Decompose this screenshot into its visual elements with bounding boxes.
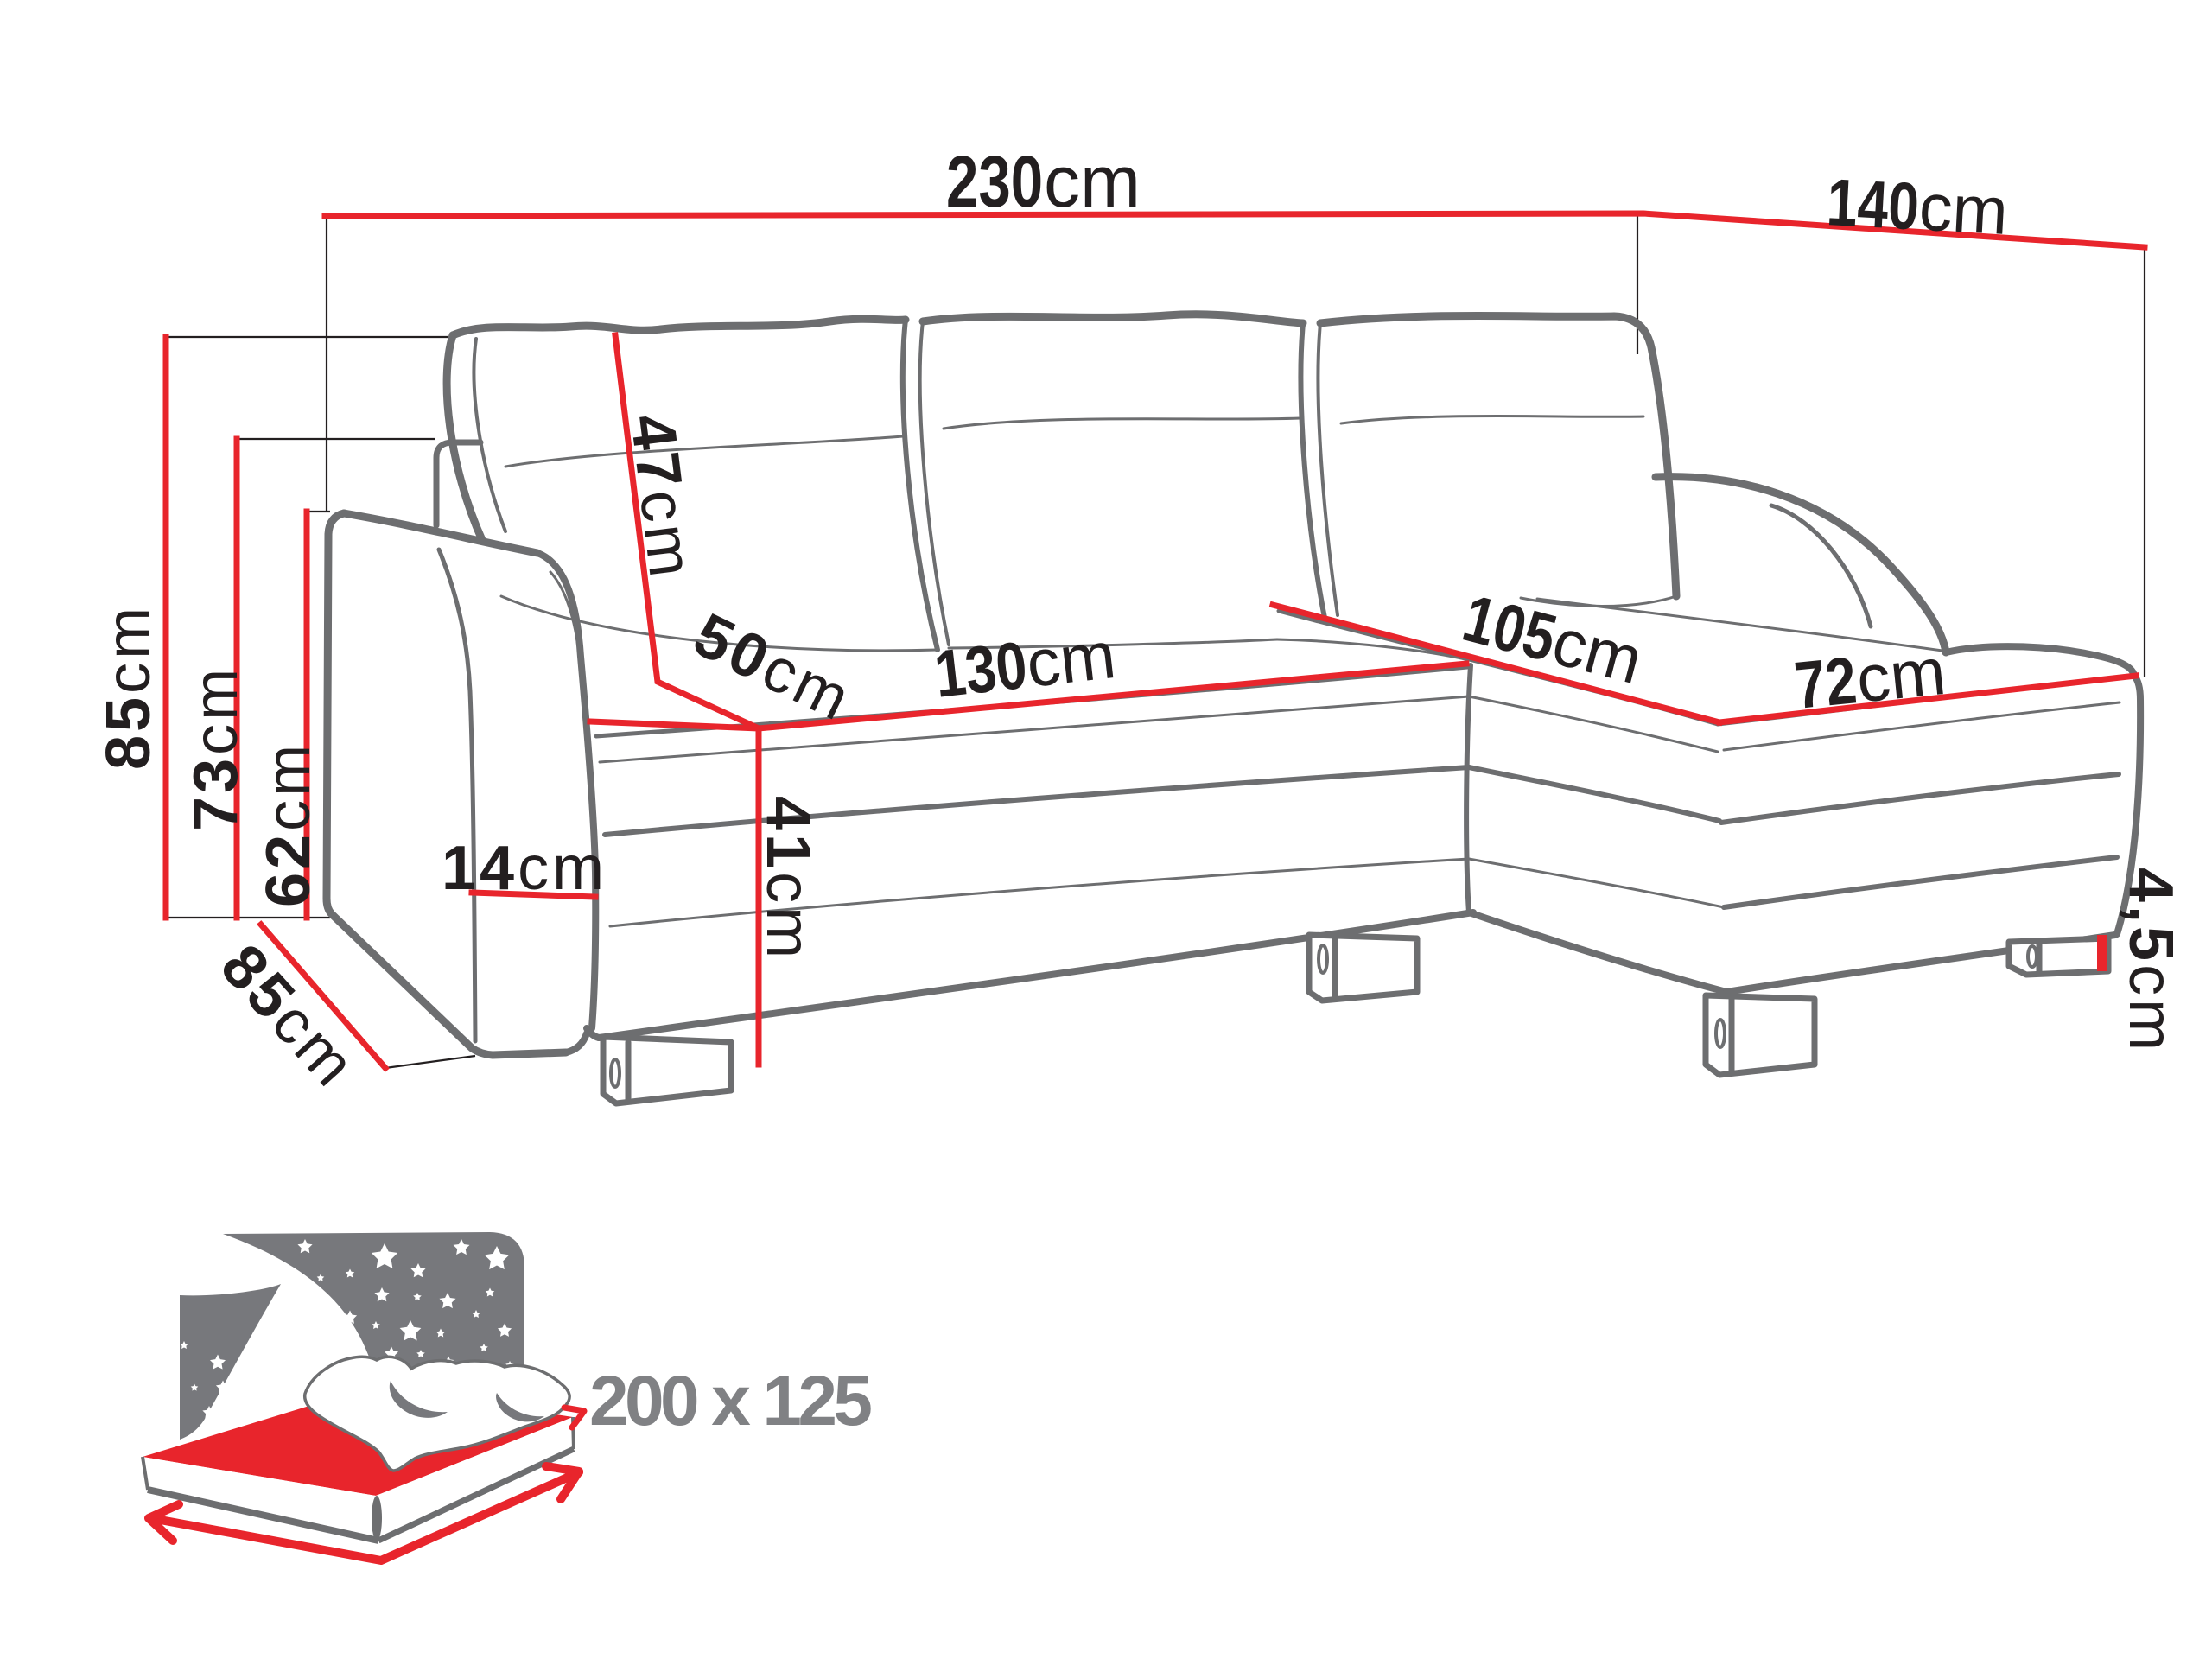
svg-text:50cm: 50cm — [683, 600, 863, 734]
svg-text:140: 140 — [1825, 164, 1921, 243]
svg-text:230: 230 — [946, 142, 1043, 223]
svg-text:cm: cm — [1044, 141, 1141, 222]
svg-text:85cm: 85cm — [94, 604, 163, 770]
svg-text:cm: cm — [1917, 170, 2010, 249]
svg-text:62cm: 62cm — [254, 741, 323, 907]
svg-text:cm: cm — [1853, 634, 1949, 717]
svg-text:4,5cm: 4,5cm — [2116, 868, 2185, 1054]
svg-text:73cm: 73cm — [181, 665, 251, 831]
svg-text:47cm: 47cm — [617, 410, 706, 583]
svg-text:72: 72 — [1791, 643, 1859, 723]
svg-text:cm: cm — [1023, 618, 1120, 702]
svg-text:200 x 125: 200 x 125 — [589, 1362, 873, 1440]
svg-text:41cm: 41cm — [753, 796, 823, 962]
svg-text:14cm: 14cm — [442, 834, 607, 903]
svg-text:130: 130 — [931, 627, 1031, 711]
